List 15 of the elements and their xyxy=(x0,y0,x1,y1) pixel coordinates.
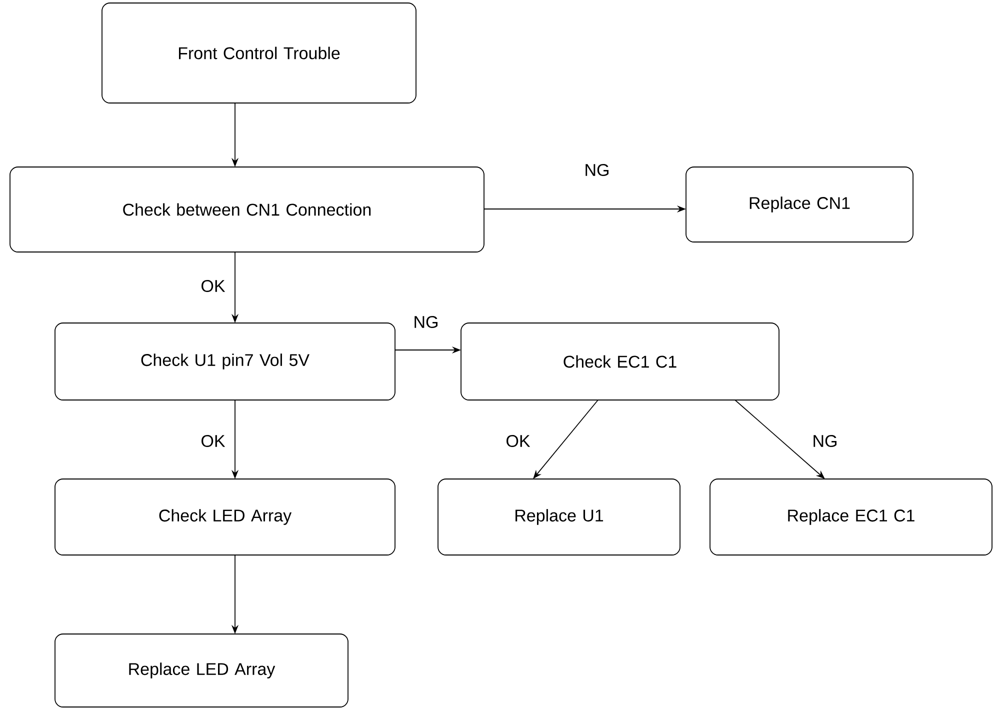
edge-label: OK xyxy=(202,280,226,292)
process-box: Check between CN1 Connection xyxy=(10,166,484,252)
edge-label: OK xyxy=(506,434,530,448)
process-box: Check U1 pin7 Vol 5V xyxy=(54,322,396,400)
process-box: Replace CN1 xyxy=(686,166,914,242)
edge-label: OK xyxy=(202,434,226,448)
edge-label: NG xyxy=(586,164,608,176)
process-box: Replace EC1 C1 xyxy=(710,478,992,556)
process-box: Replace LED Array xyxy=(54,634,348,708)
edge-label: NG xyxy=(814,434,836,448)
process-box: Check LED Array xyxy=(54,478,396,556)
process-box: Replace U1 xyxy=(438,478,680,556)
edge-label: NG xyxy=(414,316,438,328)
process-box: Check EC1 C1 xyxy=(460,322,780,400)
process-box: Front Control Trouble xyxy=(102,2,416,104)
